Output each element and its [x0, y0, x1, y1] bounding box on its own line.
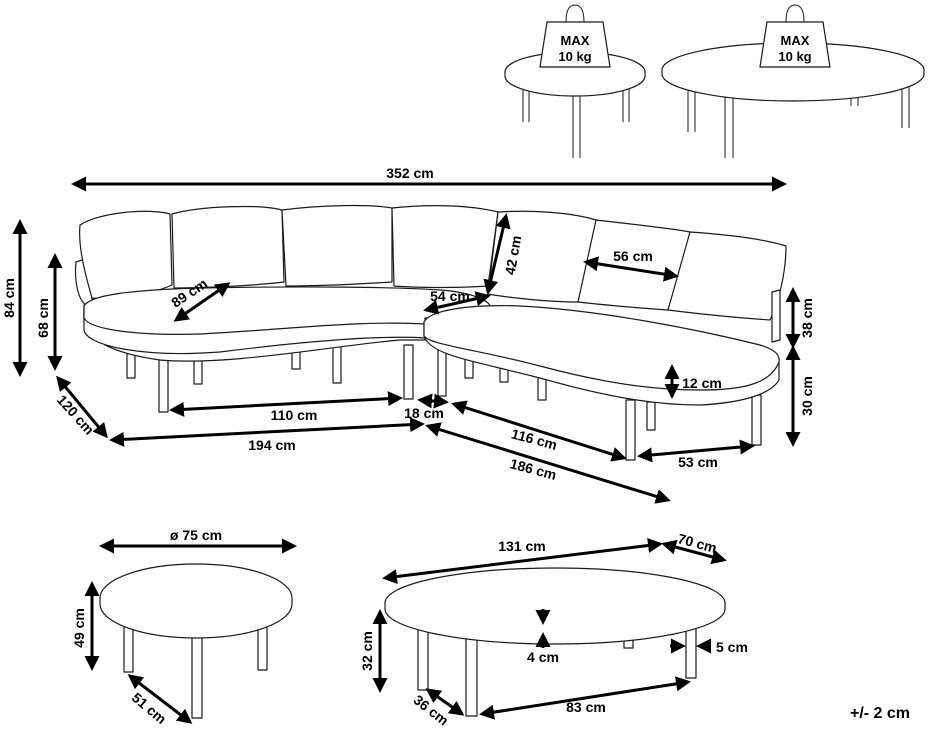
label-leg-span-left: 110 cm	[271, 407, 318, 423]
label-oval-height: 32 cm	[359, 631, 375, 671]
label-side-depth: 53 cm	[678, 454, 718, 470]
label-seat-height: 30 cm	[799, 376, 815, 416]
label-leg-diameter: 5 cm	[716, 639, 748, 655]
weight-badge-2: MAX 10 kg	[759, 4, 831, 68]
label-cushion-width: 56 cm	[613, 248, 653, 264]
label-round-leg: 51 cm	[129, 689, 170, 727]
weight-badge-1: MAX 10 kg	[539, 4, 611, 68]
label-gap: 18 cm	[404, 405, 444, 421]
weight-badge-1-line1: MAX	[561, 33, 590, 48]
round-table-top-view	[504, 51, 646, 158]
label-seat-thickness: 12 cm	[682, 375, 722, 391]
label-oval-leg-depth: 36 cm	[411, 692, 452, 729]
sofa-drawing	[74, 204, 787, 461]
oval-table-top-view	[661, 42, 925, 158]
round-table-side-view	[99, 563, 293, 719]
dimension-arrows	[12, 176, 801, 724]
label-back-height: 68 cm	[35, 298, 51, 338]
label-left-length: 194 cm	[248, 437, 295, 453]
label-corner-seat: 54 cm	[430, 288, 470, 304]
label-oval-length: 131 cm	[498, 538, 545, 554]
label-armrest-height: 38 cm	[799, 298, 815, 338]
label-round-diameter: ø 75 cm	[170, 527, 222, 543]
label-total-height: 84 cm	[1, 278, 17, 318]
weight-badge-2-line1: MAX	[781, 33, 810, 48]
weight-badge-2-line2: 10 kg	[778, 49, 811, 64]
label-round-height: 49 cm	[71, 608, 87, 648]
weight-badge-1-line2: 10 kg	[558, 49, 591, 64]
oval-table-side-view	[384, 567, 726, 717]
label-top-thickness: 4 cm	[527, 649, 559, 665]
label-cushion-height: 42 cm	[502, 234, 525, 276]
tolerance-note: +/- 2 cm	[850, 705, 910, 722]
label-oval-leg-span: 83 cm	[566, 699, 606, 715]
label-total-width: 352 cm	[386, 165, 433, 181]
